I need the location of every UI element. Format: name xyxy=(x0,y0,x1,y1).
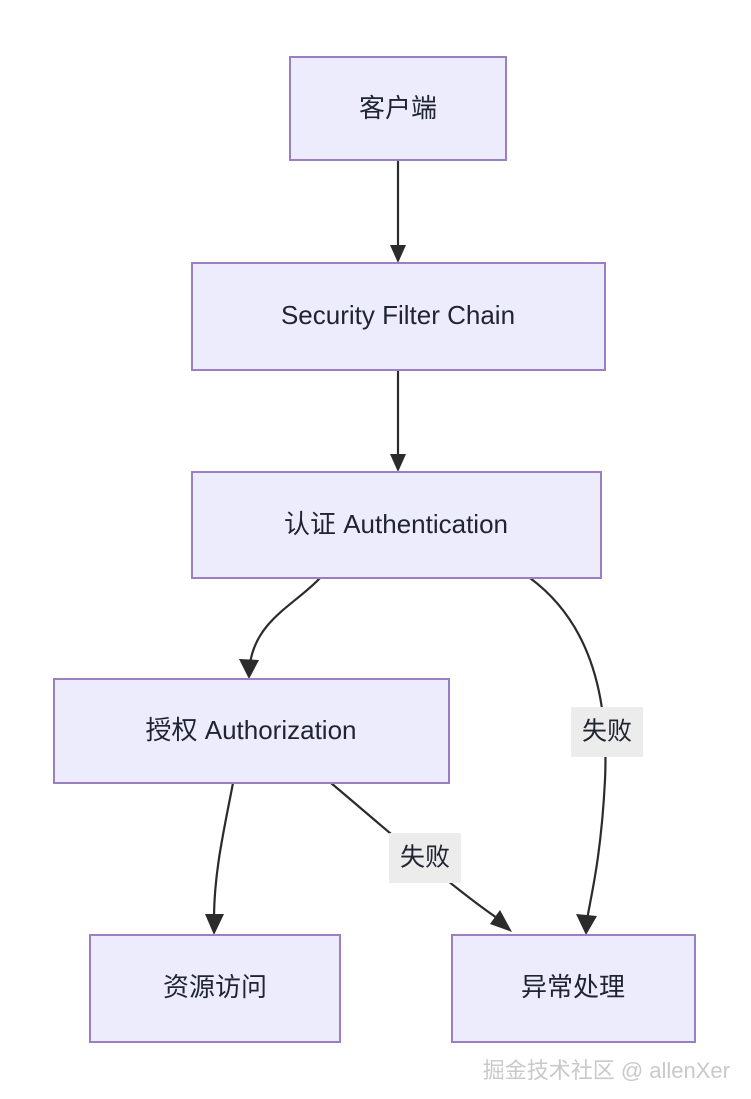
node-label-authorization: 授权 Authorization xyxy=(146,715,357,745)
edge-path xyxy=(528,576,607,922)
node-resource-access[interactable]: 资源访问 xyxy=(89,934,341,1043)
edge-authorization-to-resource xyxy=(205,781,235,935)
edge-filter-to-auth xyxy=(390,368,406,472)
edge-label-background xyxy=(389,833,461,883)
watermark: 掘金技术社区 @ allenXer xyxy=(483,1058,730,1083)
node-exception-handling[interactable]: 异常处理 xyxy=(451,934,696,1043)
edge-label-failure-authorization: 失败 xyxy=(400,844,450,872)
edge-authorization-to-exception: 失败 xyxy=(329,781,512,932)
node-label-authentication: 认证 Authentication xyxy=(284,509,508,539)
node-security-filter-chain[interactable]: Security Filter Chain xyxy=(191,262,606,371)
arrowhead-icon xyxy=(205,914,224,935)
arrowhead-icon xyxy=(576,914,597,935)
node-label-exception-handling: 异常处理 xyxy=(521,972,625,1002)
edge-client-to-filter xyxy=(390,158,406,263)
edge-label-failure-auth: 失败 xyxy=(582,718,632,746)
arrowhead-icon xyxy=(390,245,406,263)
node-label-resource-access: 资源访问 xyxy=(163,972,267,1002)
node-authorization[interactable]: 授权 Authorization xyxy=(53,678,450,784)
node-label-security-filter-chain: Security Filter Chain xyxy=(281,300,515,330)
node-box[interactable] xyxy=(89,934,341,1043)
node-box[interactable] xyxy=(191,262,606,371)
arrowhead-icon xyxy=(239,659,259,679)
edge-label-background xyxy=(571,707,643,757)
node-box[interactable] xyxy=(53,678,450,784)
node-box[interactable] xyxy=(289,56,507,161)
node-label-client: 客户端 xyxy=(359,93,437,123)
arrowhead-icon xyxy=(390,454,406,472)
node-authentication[interactable]: 认证 Authentication xyxy=(191,471,602,579)
arrowhead-icon xyxy=(490,910,512,932)
edge-auth-to-authorization xyxy=(239,576,322,679)
edge-path xyxy=(212,781,235,922)
edge-path xyxy=(248,576,322,666)
node-box[interactable] xyxy=(451,934,696,1043)
edge-auth-to-exception: 失败 xyxy=(528,576,643,935)
node-box[interactable] xyxy=(191,471,602,579)
node-client[interactable]: 客户端 xyxy=(289,56,507,161)
